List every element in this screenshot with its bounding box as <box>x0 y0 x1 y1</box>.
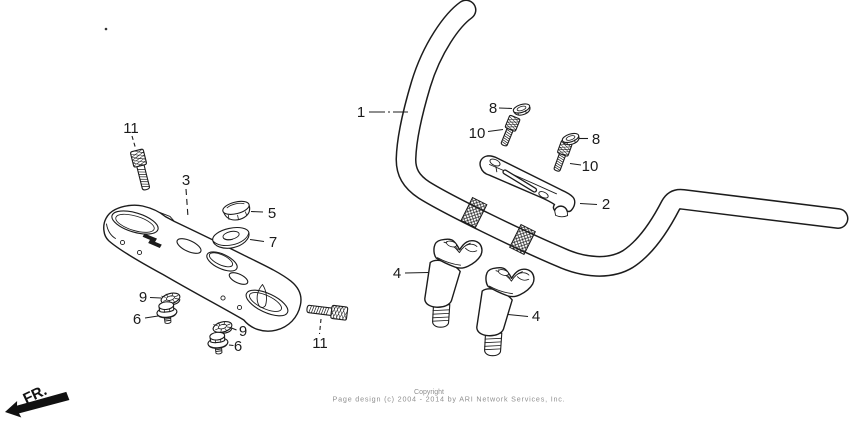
callout-8a: 8 <box>489 100 497 117</box>
socket-bolt-11-left <box>129 148 154 192</box>
riser-left <box>424 238 483 328</box>
socket-bolt-11-right <box>305 301 349 321</box>
print-speck <box>104 27 108 31</box>
callout-5: 5 <box>268 205 276 222</box>
callout-9b: 9 <box>239 323 247 340</box>
steering-stem-hole <box>206 251 238 272</box>
front-direction-indicator: FR. <box>5 382 70 418</box>
callout-3: 3 <box>182 172 190 189</box>
holder-bolt-hole-left <box>489 158 501 167</box>
pinch-bolt-hole <box>236 304 243 311</box>
holder-bolt-hole-right <box>538 191 549 199</box>
knurl-band-left <box>460 196 488 229</box>
front-arrow-icon <box>5 391 70 418</box>
callout-4a: 4 <box>393 265 401 282</box>
callout-9a: 9 <box>139 289 147 306</box>
fork-boss-left <box>111 210 159 235</box>
copyright-line2: Page design (c) 2004 - 2014 by ARI Netwo… <box>333 395 566 404</box>
flange-bolt-lower <box>206 330 230 356</box>
callout-2: 2 <box>602 196 610 213</box>
callout-11b: 11 <box>312 335 328 352</box>
callout-6a: 6 <box>133 311 141 328</box>
knurl-band-right <box>509 223 536 256</box>
callout-10b: 10 <box>582 158 599 175</box>
copyright-line1: Copyright <box>414 389 444 396</box>
pinch-bolt-hole <box>136 249 143 256</box>
callout-10a: 10 <box>469 125 486 142</box>
pinch-bolt-hole <box>220 295 226 301</box>
handlebar-inner <box>397 1 847 276</box>
callout-6b: 6 <box>234 338 242 355</box>
bridge-small-hole <box>228 272 249 285</box>
fork-bridge-part <box>103 204 302 332</box>
copyright-footer: Copyright Page design (c) 2004 - 2014 by… <box>333 389 566 404</box>
stem-washer-part <box>212 226 250 249</box>
upper-holder-part <box>479 155 576 218</box>
stem-cap-nut-part <box>222 200 251 221</box>
handlebar-part <box>395 0 849 277</box>
callout-4b: 4 <box>532 308 540 325</box>
callout-7: 7 <box>269 234 277 251</box>
riser-right <box>476 266 535 357</box>
socket-bolt-10-left <box>497 114 521 149</box>
callout-1: 1 <box>357 104 365 121</box>
leader-lines <box>131 107 598 347</box>
flange-nut-8-left <box>511 101 533 118</box>
callout-labels: 1 2 3 4 4 5 6 6 7 8 8 9 9 10 10 11 11 <box>123 100 610 355</box>
pinch-bolt-hole <box>119 239 126 246</box>
bridge-slot-hole <box>176 238 202 254</box>
bridge-detail-mark <box>142 233 162 248</box>
callout-11a: 11 <box>123 120 139 137</box>
callout-8b: 8 <box>592 131 600 148</box>
